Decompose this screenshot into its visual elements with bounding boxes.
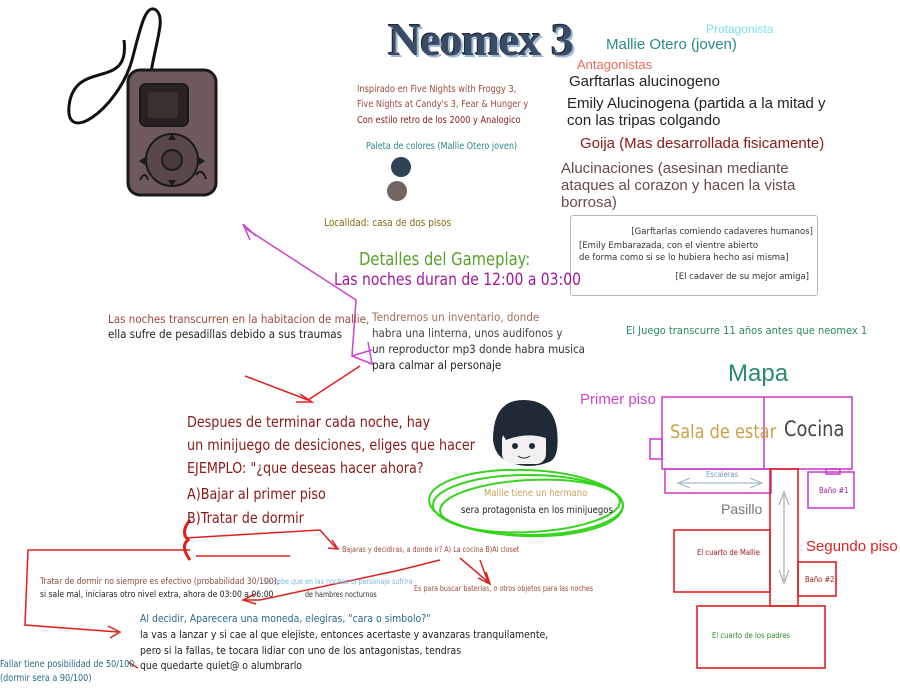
search-note: Es para buscar baterias, o otros objetos… [414,584,594,593]
room-line-1: Las noches transcurren en la habitacion … [108,312,370,326]
map-first-floor [649,396,855,509]
mallie-avatar-icon [493,400,558,466]
inspiration-line-1: Inspirado en Five Nights with Froggy 3, [357,84,517,95]
inventory-line-2: habra una linterna, unos audifonos y [372,326,563,340]
room-cocina: Cocina [784,417,845,441]
antagonist-emily: Emily Alucinogena (partida a la mitad y [567,95,826,112]
sleep-line-2: si sale mal, iniciaras otro nivel extra,… [40,590,274,600]
brother-line-1: Mallie tiene un hermano [484,488,588,499]
red-arrows [24,365,492,669]
protagonista-name: Mallie Otero (joven) [606,36,737,53]
note-line-2: [Emily Embarazada, con el vientre abiert… [579,241,759,251]
room-sala: Sala de estar [670,421,777,443]
stairs-label: Escaleras [706,470,739,479]
minigame-line-1: Despues de terminar cada noche, hay [187,413,431,431]
first-floor-label: Primer piso [580,391,656,408]
coin-line-3: pero si la fallas, te tocara lidiar con … [140,644,462,657]
nights-duration: Las noches duran de 12:00 a 03:00 [334,270,581,290]
antagonist-alucinaciones-3: borrosa) [561,194,617,211]
map-second-floor [673,468,837,669]
palette-color-1 [391,157,411,177]
protagonista-label: Protagonista [706,22,774,36]
inspiration-line-2: Five Nights at Candy's 3, Fear & Hunger … [357,99,529,110]
room-padres: El cuarto de los padres [712,631,790,640]
coin-line-4: que quedarte quiet@ o alumbrarlo [140,659,303,672]
gameplay-heading: Detalles del Gameplay: [359,249,531,270]
antagonist-emily-2: con las tripas colgando [567,112,721,129]
coin-line-1: Al decidir, Aparecera una moneda, elegir… [140,612,431,625]
fail-line-1: Fallar tiene posibilidad de 50/100 [0,659,135,670]
brace-icon [183,519,192,561]
inspiration-line-3: Con estilo retro de los 2000 y Analogico [357,115,521,126]
antagonist-alucinaciones: Alucinaciones (asesinan mediante [561,160,789,177]
map-title: Mapa [728,360,789,387]
hall-label: Pasillo [721,501,763,517]
page-title: Neomex 3 [388,14,574,65]
fail-line-2: (dormir sera a 90/100) [0,673,92,684]
mp3-player-icon [67,7,218,197]
room-bano-1: Baño #1 [819,486,849,495]
purple-arrow [242,223,373,366]
inventory-line-3: un reproductor mp3 donde habra musica [372,342,586,356]
sleep-line-1: Tratar de dormir no siempre es efectivo … [40,577,280,587]
palette-color-2 [387,181,407,201]
antagonist-notes-box: [Garftarlas comiendo cadaveres humanos] … [570,215,818,296]
note-line-3: de forma como si se lo hubiera hecho asi… [579,253,789,263]
room-bano-2: Baño #2 [805,575,835,584]
antagonist-alucinaciones-2: ataques al corazon y hacen la vista [561,177,796,194]
antagonist-garftarlas: Garftarlas alucinogeno [569,73,720,90]
minigame-line-2: un minijuego de desiciones, eliges que h… [187,436,475,454]
downstairs-note: Bajaras y decidiras, a donde ir? A) La c… [342,545,520,554]
antagonist-goija: Goija (Mas desarrollada fisicamente) [580,135,825,152]
room-line-2: ella sufre de pesadillas debido a sus tr… [108,327,343,341]
note-line-1: [Garftarlas comiendo cadaveres humanos] [631,227,813,237]
room-mallie: El cuarto de Mallie [697,548,760,557]
note-line-4: [El cadaver de su mejor amiga] [675,272,809,282]
minigame-line-3: EJEMPLO: "¿que deseas hacer ahora? [187,459,424,477]
coin-line-2: la vas a lanzar y si cae al que elejiste… [140,628,549,641]
dream-note-line-2: de hambres nocturnos [305,590,377,599]
second-floor-label: Segundo piso [806,538,898,555]
green-scribble [428,468,624,538]
minigame-option-a: A)Bajar al primer piso [187,485,326,503]
palette-label: Paleta de colores (Mallie Otero joven) [366,141,518,152]
minigame-option-b: B)Tratar de dormir [187,509,304,527]
inventory-line-4: para calmar al personaje [372,358,502,372]
antagonistas-label: Antagonistas [577,57,653,72]
location-text: Localidad: casa de dos pisos [324,217,452,229]
inventory-line-1: Tendremos un inventario, donde [372,310,540,324]
timeline-note: El Juego transcurre 11 años antes que ne… [626,324,868,337]
dream-note-line-1: Se debe que en las noches el personaje s… [263,577,413,586]
brother-line-2: sera protagonista en los minijuegos [461,505,613,516]
